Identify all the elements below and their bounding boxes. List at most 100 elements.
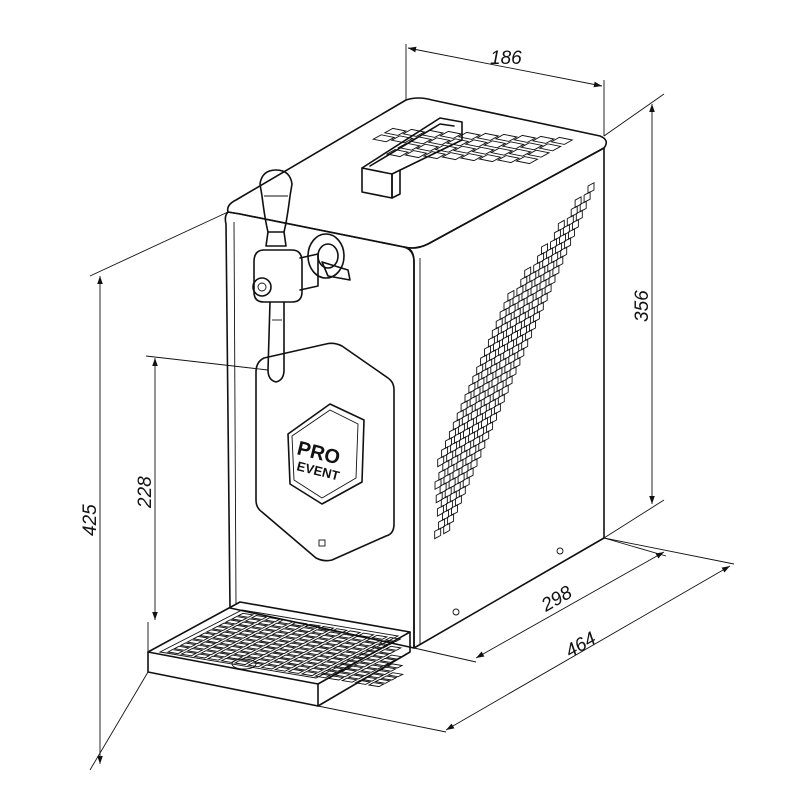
tray-grid-cell	[353, 662, 371, 668]
tray-grid-cell	[245, 644, 264, 650]
top-vent-slot	[459, 153, 484, 162]
top-vent-slot	[441, 152, 465, 161]
tray-grid-cell	[344, 639, 363, 645]
tray-grid-cell	[265, 643, 283, 649]
top-vent-slot	[397, 142, 421, 151]
top-vent-slot	[445, 138, 470, 147]
side-vent-slot	[478, 439, 486, 452]
tray-grid-cell	[378, 649, 396, 655]
logo-panel: PRO EVENT	[255, 342, 395, 562]
beer-tap[interactable]	[252, 169, 351, 383]
tray-grid-cell	[338, 642, 356, 648]
side-vent-slot	[482, 430, 490, 443]
tray-grid-cell	[218, 631, 236, 637]
tray-grid-cell	[250, 615, 268, 620]
tray-grid-cell	[293, 665, 311, 671]
top-vent-slot	[434, 144, 458, 153]
tray-grid-cell	[293, 656, 311, 662]
tray-grid-cell	[352, 653, 370, 659]
top-vent-slot	[457, 131, 482, 140]
top-vent-slot	[550, 136, 574, 145]
side-vent-slot	[462, 476, 470, 489]
dimension-lines	[89, 44, 735, 771]
tray-grid-cell	[339, 660, 357, 666]
side-vent-slot	[568, 227, 575, 241]
tray-grid-cell	[374, 678, 392, 684]
tray-grid-cell	[244, 618, 262, 624]
device-body	[224, 97, 608, 649]
tray-grid-cell	[237, 612, 255, 618]
tray-grid-cell	[240, 656, 258, 662]
tray-grid-cell	[305, 650, 324, 656]
tray-grid-cell	[333, 663, 351, 669]
tray-grid-cell	[340, 677, 359, 683]
tray-grid-cell	[252, 641, 270, 647]
tray-grid-cell	[244, 627, 262, 633]
tray-grid-cell	[371, 643, 389, 649]
tray-grid-cell	[224, 628, 243, 634]
tray-grid-cell	[186, 648, 204, 653]
tray-grid-cell	[206, 655, 225, 661]
side-vent-slot	[525, 329, 533, 342]
tray-grid-cell	[185, 639, 204, 645]
tray-grid-cell	[245, 635, 263, 641]
tray-grid-cell	[367, 682, 385, 688]
tray-grid-cell	[213, 652, 231, 658]
side-vent-slot	[443, 522, 451, 535]
top-vent-slot	[496, 155, 521, 164]
side-vent-slot	[556, 255, 564, 268]
dimension-body-width-label: 298	[537, 582, 576, 617]
tray-grid-cell	[325, 640, 343, 646]
carry-handle[interactable]	[361, 117, 463, 199]
side-vent-slot	[509, 365, 517, 379]
tray-grid-cell	[206, 646, 224, 652]
tray-grid-cell	[360, 667, 378, 673]
tray-grid-cell	[266, 652, 284, 658]
tray-grid-cell	[291, 630, 309, 636]
tray-grid-cell	[306, 659, 324, 664]
tray-grid-cell	[166, 649, 184, 655]
tray-grid-cell	[319, 652, 337, 658]
tray-grid-cell	[225, 637, 243, 642]
side-vent-slot	[474, 448, 482, 461]
side-vent-slot	[540, 292, 548, 305]
tray-grid-cell	[219, 649, 237, 655]
tray-grid-cell	[270, 622, 289, 628]
top-vent-slot	[478, 154, 502, 163]
side-vent-slot	[544, 283, 552, 296]
tray-grid-cell	[285, 642, 303, 648]
side-vent-slot	[454, 494, 462, 507]
side-vent-slot	[536, 301, 544, 314]
tray-grid-cell	[277, 619, 295, 625]
tray-grid-cell	[365, 655, 384, 661]
tray-grid-cell	[319, 661, 338, 667]
tray-grid-cell	[192, 644, 211, 650]
tray-grid-cell	[330, 628, 349, 634]
tray-grid-cell	[265, 634, 283, 640]
tray-grid-cell	[264, 626, 282, 631]
top-vent-slot	[501, 141, 525, 150]
side-vent-slot	[529, 319, 536, 333]
tray-grid-cell	[280, 663, 298, 669]
side-vent-slot	[466, 467, 474, 480]
tray-grid-cell	[284, 633, 303, 639]
tray-grid-cell	[266, 661, 285, 667]
tray-grid-cell	[380, 675, 398, 681]
tray-grid-cell	[258, 638, 276, 644]
tray-grid-cell	[359, 659, 377, 664]
tray-grid-cell	[372, 652, 390, 658]
tray-grid-cell	[279, 645, 297, 651]
tray-grid-cell	[284, 624, 302, 630]
tray-grid-cell	[259, 655, 278, 661]
tray-grid-cell	[180, 651, 198, 657]
tray-grid-cell	[211, 626, 229, 631]
tray-grid-cell	[298, 635, 316, 641]
top-vent-grid	[371, 127, 574, 165]
tray-grid-cell	[291, 639, 310, 645]
side-vent-slot	[532, 310, 540, 323]
tray-grid-cell	[307, 667, 325, 673]
tray-grid-cell	[340, 668, 358, 674]
tray-grid-cell	[371, 634, 389, 640]
side-vent-slot	[486, 421, 494, 434]
tray-grid-cell	[231, 633, 250, 639]
